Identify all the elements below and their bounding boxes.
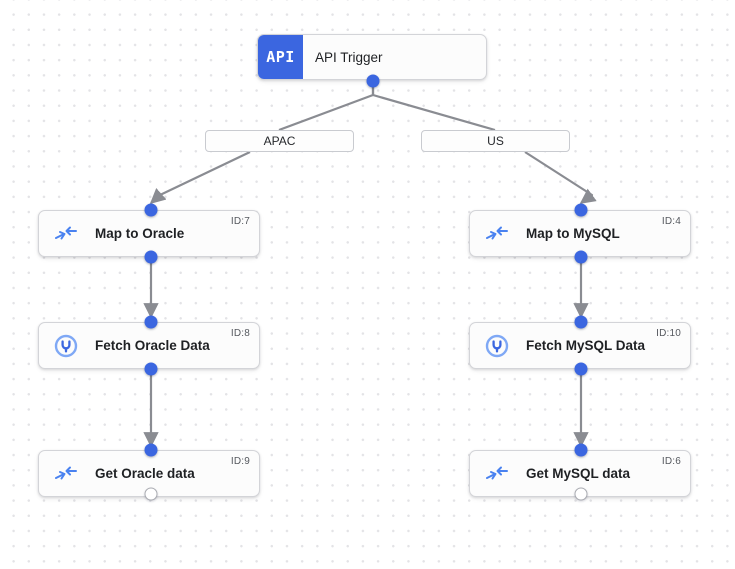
port-input-fetch-oracle-data[interactable]	[144, 315, 158, 329]
node-id-badge: ID:9	[230, 456, 250, 467]
node-id-badge: ID:7	[230, 216, 250, 227]
node-title: Map to MySQL	[526, 226, 620, 241]
node-title: Fetch Oracle Data	[95, 338, 210, 353]
port-output-fetch-oracle-data[interactable]	[144, 362, 158, 376]
edge-us-to-map-mysql	[524, 151, 597, 204]
database-plug-icon	[484, 333, 510, 359]
edge-apac-to-map-oracle	[149, 151, 251, 205]
port-input-get-mysql-data[interactable]	[574, 443, 588, 457]
node-id-badge: ID:10	[656, 328, 681, 339]
branch-label-us[interactable]: US	[421, 130, 570, 152]
port-output-get-mysql-data[interactable]	[574, 487, 588, 501]
port-output-map-to-oracle[interactable]	[144, 250, 158, 264]
node-id-badge: ID:6	[661, 456, 681, 467]
map-transform-icon	[53, 221, 79, 247]
api-icon: API	[258, 35, 303, 79]
port-input-fetch-mysql-data[interactable]	[574, 315, 588, 329]
port-output-map-to-mysql[interactable]	[574, 250, 588, 264]
node-api-trigger[interactable]: API API Trigger	[257, 34, 487, 80]
port-output-get-oracle-data[interactable]	[144, 487, 158, 501]
map-transform-icon	[484, 461, 510, 487]
edge-trigger-to-apac	[278, 83, 375, 132]
map-transform-icon	[484, 221, 510, 247]
node-fetch-mysql-data[interactable]: Fetch MySQL Data ID:10	[469, 322, 691, 369]
node-map-to-mysql[interactable]: Map to MySQL ID:4	[469, 210, 691, 257]
database-plug-icon	[53, 333, 79, 359]
branch-label-apac[interactable]: APAC	[205, 130, 354, 152]
node-title: API Trigger	[315, 49, 383, 65]
port-output-api-trigger[interactable]	[366, 74, 380, 88]
node-title: Map to Oracle	[95, 226, 185, 241]
node-title: Get Oracle data	[95, 466, 195, 481]
port-input-map-to-mysql[interactable]	[574, 203, 588, 217]
port-input-get-oracle-data[interactable]	[144, 443, 158, 457]
node-title: Fetch MySQL Data	[526, 338, 646, 353]
port-input-map-to-oracle[interactable]	[144, 203, 158, 217]
port-output-fetch-mysql-data[interactable]	[574, 362, 588, 376]
node-id-badge: ID:4	[661, 216, 681, 227]
map-transform-icon	[53, 461, 79, 487]
node-title: Get MySQL data	[526, 466, 631, 481]
edge-trigger-to-us	[371, 83, 496, 132]
node-get-oracle-data[interactable]: Get Oracle data ID:9	[38, 450, 260, 497]
node-id-badge: ID:8	[230, 328, 250, 339]
